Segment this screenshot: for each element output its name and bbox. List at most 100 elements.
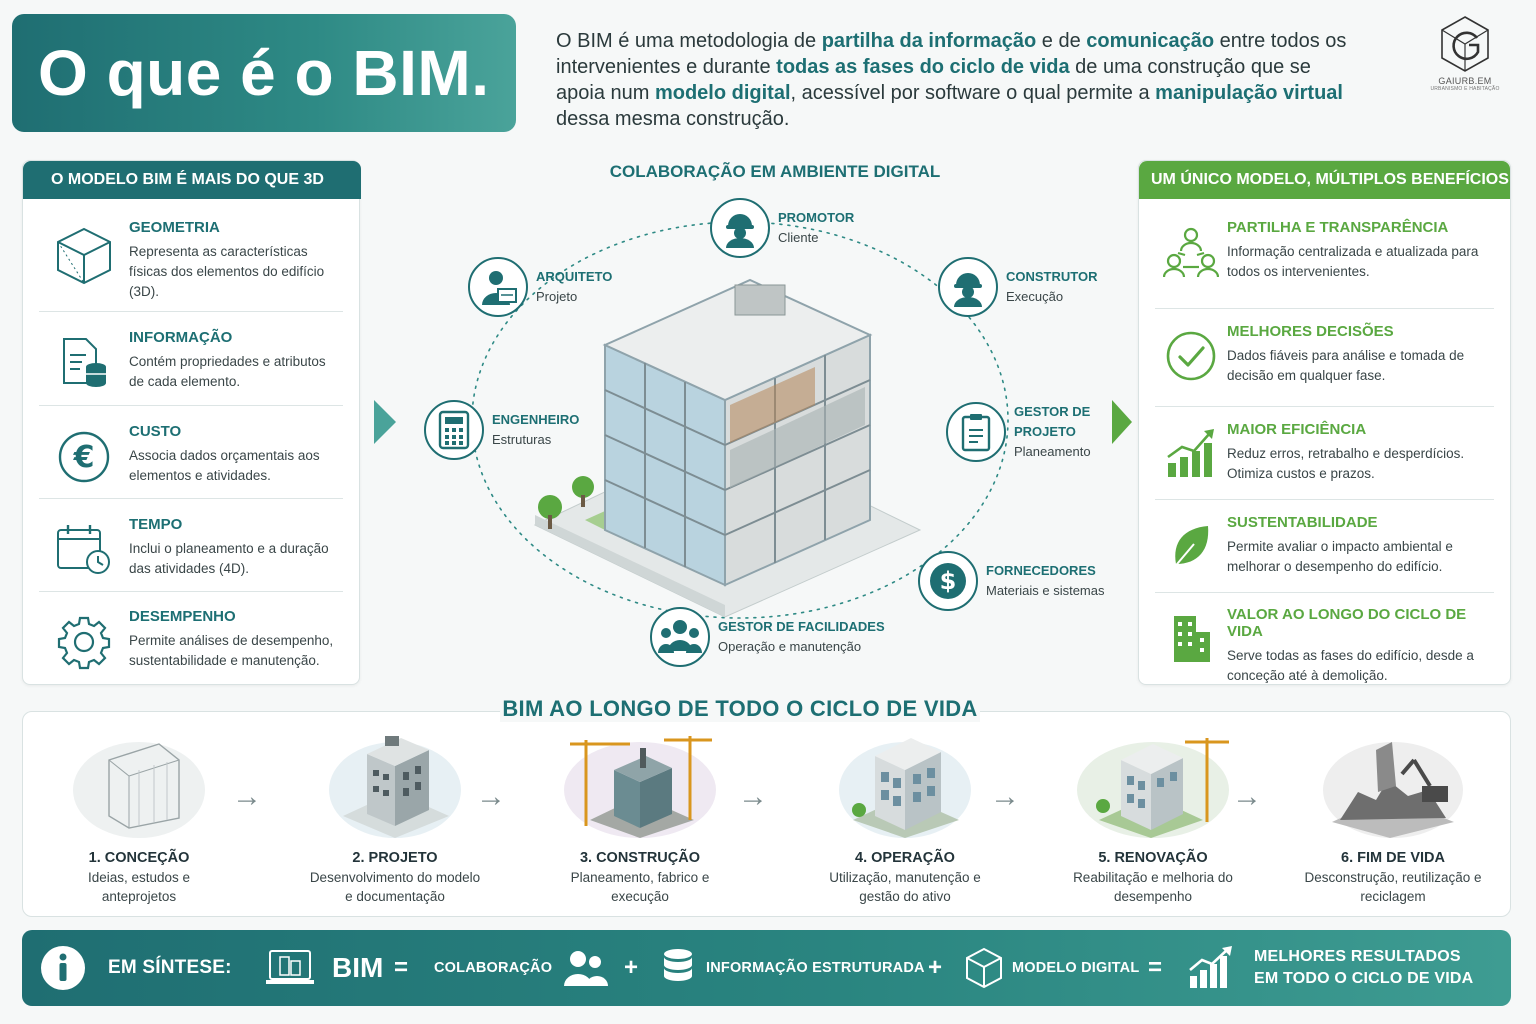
left-panel-title: O MODELO BIM É MAIS DO QUE 3D bbox=[23, 161, 361, 199]
item-text: Reduz erros, retrabalho e desperdícios. … bbox=[1227, 446, 1465, 481]
growth-chart-icon bbox=[1167, 429, 1214, 477]
check-circle-icon bbox=[1166, 331, 1216, 381]
item-title: MELHORES DECISÕES bbox=[1227, 323, 1394, 340]
operating-building-illustration bbox=[839, 738, 971, 838]
plus-sign: + bbox=[928, 954, 943, 981]
arrow-right-icon: → bbox=[232, 780, 262, 813]
lifecycle-stage: 2. PROJETO Desenvolvimento do modelo e do… bbox=[280, 730, 510, 906]
title-banner: O que é o BIM. bbox=[12, 14, 516, 132]
svg-text:$: $ bbox=[940, 567, 957, 595]
actor-subtitle: Projeto bbox=[536, 289, 578, 304]
item-title: TEMPO bbox=[129, 516, 183, 533]
equals-sign: = bbox=[394, 954, 409, 981]
item-text: Permite análises de desempenho, sustenta… bbox=[129, 633, 334, 668]
actor-badge: $ bbox=[918, 551, 978, 611]
stage-description: Planeamento, fabrico e execução bbox=[570, 870, 710, 904]
buildings-icon bbox=[1174, 616, 1210, 662]
actor-role: FORNECEDORES bbox=[986, 563, 1096, 578]
equals-sign: = bbox=[1148, 954, 1163, 981]
dimension-item-information: INFORMAÇÃO Contém propriedades e atributo… bbox=[39, 329, 343, 392]
stage-name: 1. CONCEÇÃO bbox=[88, 850, 190, 866]
calculator-icon bbox=[438, 410, 470, 450]
synthesis-label: EM SÍNTESE: bbox=[108, 957, 232, 978]
actor-role: CONSTRUTOR bbox=[1006, 269, 1098, 284]
renovation-illustration bbox=[1077, 738, 1229, 838]
growth-chart-icon bbox=[1189, 946, 1232, 988]
clipboard-icon bbox=[961, 414, 991, 452]
item-text: Dados fiáveis para análise e tomada de d… bbox=[1227, 348, 1465, 383]
logo-brand: GAIURB.EM bbox=[1438, 76, 1492, 86]
gaiurb-logo: GAIURB.EM URBANISMO E HABITAÇÃO bbox=[1420, 14, 1510, 100]
cube-icon bbox=[966, 947, 1002, 989]
leaf-icon bbox=[1171, 526, 1209, 571]
laptop-building-icon bbox=[266, 950, 314, 984]
users-icon bbox=[564, 951, 608, 986]
synthesis-bar: EM SÍNTESE: BIM = COLABORAÇÃO + INFORMAÇ… bbox=[22, 930, 1511, 1006]
stage-name: 5. RENOVAÇÃO bbox=[1098, 850, 1208, 866]
svg-text:€: € bbox=[73, 440, 95, 475]
actor-role: ARQUITETO bbox=[536, 269, 613, 284]
actor-subtitle: Cliente bbox=[778, 230, 819, 245]
stage-description: Ideias, estudos e anteprojetos bbox=[87, 870, 191, 904]
item-text: Informação centralizada e atualizada par… bbox=[1227, 244, 1479, 279]
construction-site-illustration bbox=[564, 736, 716, 838]
intro-highlight: modelo digital bbox=[654, 82, 791, 104]
bim-benefits-panel: UM ÚNICO MODELO, MÚLTIPLOS BENEFÍCIOS PA… bbox=[1138, 160, 1511, 685]
item-text: Representa as características físicas do… bbox=[129, 244, 325, 299]
intro-text: de uma construção que se apoia num bbox=[556, 56, 1311, 104]
actor-role: GESTOR DE PROJETO bbox=[1014, 404, 1091, 439]
item-text: Inclui o planeamento e a duração das ati… bbox=[129, 541, 329, 576]
intro-highlight: partilha da informação bbox=[821, 30, 1037, 52]
actor-subtitle: Materiais e sistemas bbox=[986, 583, 1105, 598]
actor-subtitle: Execução bbox=[1006, 289, 1064, 304]
intro-paragraph: O BIM é uma metodologia de partilha da i… bbox=[556, 28, 1356, 132]
intro-text: O BIM é uma metodologia de bbox=[556, 30, 822, 52]
term-collaboration: COLABORAÇÃO bbox=[434, 960, 553, 976]
actor-role: ENGENHEIRO bbox=[492, 412, 580, 427]
benefit-item-decisions: MELHORES DECISÕES Dados fiáveis para anál… bbox=[1155, 323, 1494, 386]
info-icon bbox=[41, 946, 85, 990]
item-text: Permite avaliar o impacto ambiental e me… bbox=[1227, 539, 1453, 574]
intro-text: entre todos os intervenientes e durante bbox=[556, 30, 1347, 78]
result-line-2: EM TODO O CICLO DE VIDA bbox=[1254, 970, 1474, 987]
arrow-right-icon: → bbox=[1232, 780, 1262, 813]
synthesis-bim: BIM bbox=[332, 952, 384, 983]
item-title: VALOR AO LONGO DO CICLO DE VIDA bbox=[1227, 606, 1467, 640]
gear-icon bbox=[57, 616, 111, 670]
actor-badge bbox=[710, 198, 770, 258]
item-title: INFORMAÇÃO bbox=[129, 329, 233, 346]
stage-name: 3. CONSTRUÇÃO bbox=[579, 850, 701, 866]
plus-sign: + bbox=[624, 954, 639, 981]
page-title: O que é o BIM. bbox=[38, 37, 490, 109]
stage-name: 4. OPERAÇÃO bbox=[855, 850, 955, 866]
people-network-icon bbox=[1163, 227, 1219, 278]
right-panel-title: UM ÚNICO MODELO, MÚLTIPLOS BENEFÍCIOS bbox=[1139, 161, 1510, 199]
lifecycle-panel bbox=[22, 711, 1511, 917]
demolition-illustration bbox=[1323, 742, 1463, 838]
euro-icon: € bbox=[58, 431, 110, 483]
item-title: MAIOR EFICIÊNCIA bbox=[1227, 421, 1367, 438]
document-database-icon bbox=[63, 338, 106, 387]
intro-text: dessa mesma construção. bbox=[556, 108, 790, 130]
intro-text: e de bbox=[1036, 30, 1087, 52]
actor-role: GESTOR DE FACILIDADES bbox=[718, 619, 885, 634]
chevron-right-icon bbox=[374, 400, 396, 444]
item-text: Contém propriedades e atributos de cada … bbox=[129, 354, 326, 389]
intro-highlight: comunicação bbox=[1086, 30, 1215, 52]
stage-description: Desenvolvimento do modelo e documentação bbox=[309, 870, 481, 904]
stage-description: Desconstrução, reutilização e reciclagem bbox=[1304, 870, 1482, 904]
stage-name: 2. PROJETO bbox=[352, 850, 438, 866]
actor-arquiteto: ARQUITETO Projeto bbox=[468, 257, 612, 317]
